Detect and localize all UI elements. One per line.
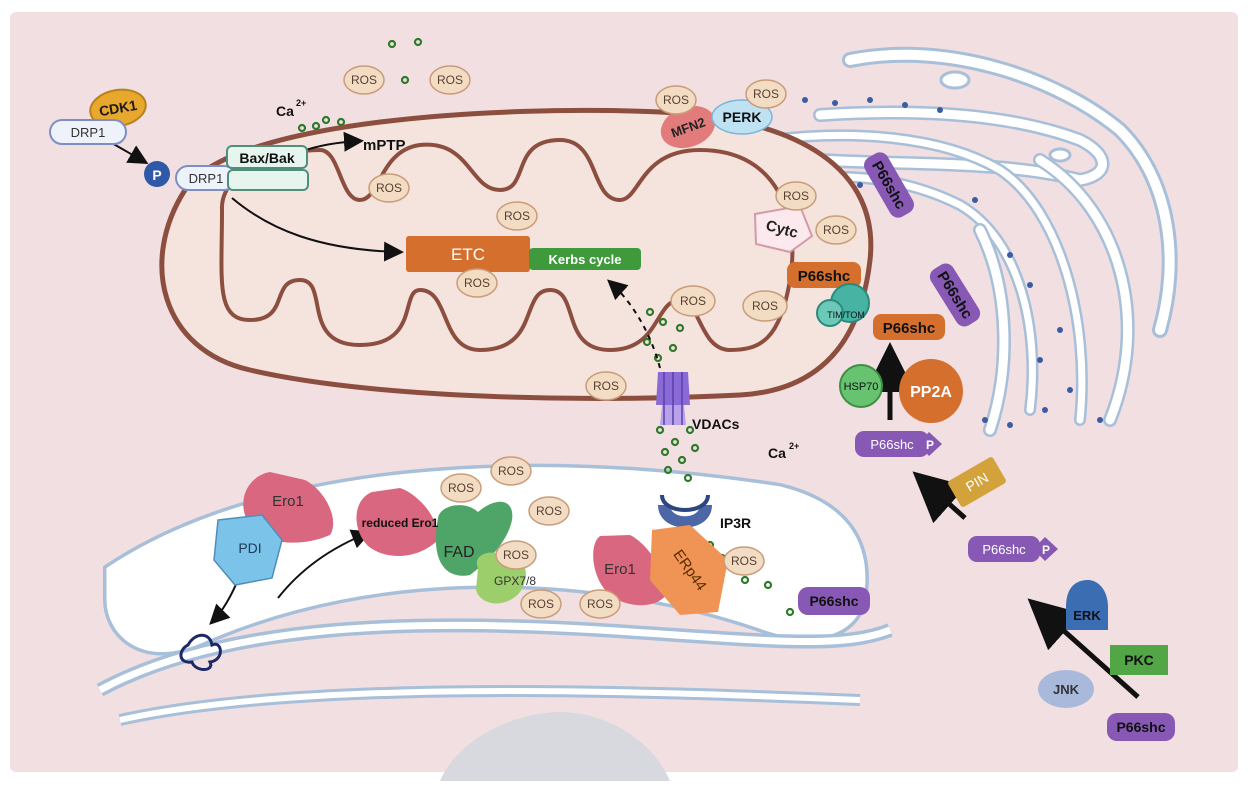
label-p66-import: P66shc bbox=[883, 320, 936, 337]
label-gpx: GPX7/8 bbox=[494, 574, 536, 588]
label-pdi: PDI bbox=[238, 540, 261, 556]
label-ca-top: Ca bbox=[276, 103, 294, 119]
ros-label: ROS bbox=[731, 554, 757, 568]
label-ero1-er: Ero1 bbox=[604, 561, 636, 578]
ros-bubbles bbox=[343, 65, 857, 619]
label-fad: FAD bbox=[443, 544, 474, 561]
ros-label: ROS bbox=[351, 73, 377, 87]
label-hsp70: HSP70 bbox=[844, 381, 879, 393]
ros-label: ROS bbox=[464, 276, 490, 290]
label-ca-top-sup: 2+ bbox=[296, 98, 306, 108]
label-p66-erlumen: P66shc bbox=[809, 593, 858, 609]
arrow-to-reduced-ero1 bbox=[277, 529, 372, 599]
ros-labels: ROS ROS ROS ROS ROS ROS ROS ROS ROS ROS … bbox=[351, 73, 849, 611]
ros-label: ROS bbox=[528, 597, 554, 611]
ros-label: ROS bbox=[593, 379, 619, 393]
vdacs-channel bbox=[656, 372, 690, 425]
label-reduced-ero1: reduced Ero1 bbox=[362, 516, 439, 530]
arrow-drp1-to-etc bbox=[231, 197, 404, 262]
label-vdacs: VDACs bbox=[692, 416, 740, 432]
ros-label: ROS bbox=[783, 189, 809, 203]
ip3r-channel bbox=[658, 494, 712, 528]
label-p66-bottom: P66shc bbox=[1116, 719, 1165, 735]
ros-label: ROS bbox=[753, 87, 779, 101]
ros-label: ROS bbox=[536, 504, 562, 518]
er-stacks-right bbox=[764, 46, 1178, 437]
label-p-phos2: P bbox=[1042, 543, 1050, 557]
ros-label: ROS bbox=[448, 481, 474, 495]
label-krebs: Kerbs cycle bbox=[549, 252, 622, 267]
label-pkc: PKC bbox=[1124, 652, 1154, 668]
ros-label: ROS bbox=[663, 93, 689, 107]
arrow-vdac-to-krebs bbox=[607, 279, 661, 369]
thick-arrows bbox=[865, 342, 1140, 699]
ros-label: ROS bbox=[437, 73, 463, 87]
ros-label: ROS bbox=[503, 548, 529, 562]
label-cdk1: CDK1 bbox=[98, 97, 139, 119]
ros-label: ROS bbox=[376, 181, 402, 195]
label-ip3r: IP3R bbox=[720, 515, 751, 531]
arrow-drp1-to-p bbox=[109, 141, 149, 164]
label-perk: PERK bbox=[723, 109, 762, 125]
label-p66-phos2: P66shc bbox=[982, 542, 1026, 557]
text-labels: CDK1 DRP1 P DRP1 Bax/Bak mPTP Ca 2+ ETC … bbox=[71, 97, 1166, 735]
ros-label: ROS bbox=[823, 223, 849, 237]
label-p66-mito: P66shc bbox=[798, 268, 851, 285]
label-jnk: JNK bbox=[1053, 682, 1080, 697]
label-p66-phos1: P66shc bbox=[870, 437, 914, 452]
label-bax-bak: Bax/Bak bbox=[239, 150, 294, 166]
label-tim-tom: TIM/TOM bbox=[827, 310, 865, 320]
label-p: P bbox=[152, 167, 161, 183]
ros-label: ROS bbox=[504, 209, 530, 223]
ros-label: ROS bbox=[587, 597, 613, 611]
nucleus bbox=[440, 712, 670, 781]
label-ca-bottom-sup: 2+ bbox=[789, 441, 799, 451]
label-drp1-mito: DRP1 bbox=[189, 171, 224, 186]
ros-label: ROS bbox=[680, 294, 706, 308]
label-p-phos1: P bbox=[926, 438, 934, 452]
label-pp2a: PP2A bbox=[910, 384, 952, 401]
label-drp1-cyto: DRP1 bbox=[71, 125, 106, 140]
label-erk: ERK bbox=[1073, 608, 1101, 623]
ros-label: ROS bbox=[752, 299, 778, 313]
label-etc: ETC bbox=[451, 245, 485, 264]
ros-label: ROS bbox=[498, 464, 524, 478]
label-ero1-left: Ero1 bbox=[272, 493, 304, 510]
label-mptp: mPTP bbox=[363, 137, 406, 154]
label-ca-bottom: Ca bbox=[768, 445, 786, 461]
